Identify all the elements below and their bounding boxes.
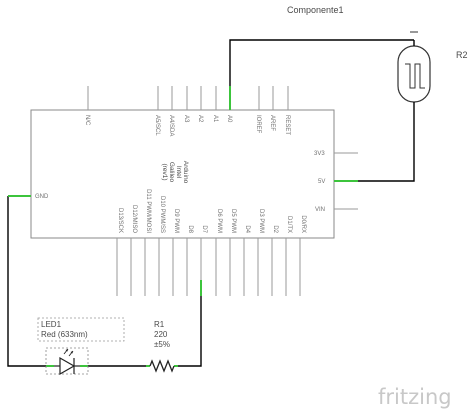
board-name: Arduino Intel Galileo (rev1): [161, 161, 189, 184]
bottom-pin-labels: D13/SCK D12/MISO D11 PWM/MOSI D10 PWM/SS…: [117, 189, 306, 234]
pin-label: IOREF: [255, 115, 261, 134]
pin-label: D13/SCK: [117, 208, 123, 233]
pin-label: D5 PWM: [230, 209, 236, 233]
pin-label: A3: [183, 115, 189, 123]
bottom-pin-leads: [116, 238, 301, 296]
pin-label: D8: [187, 225, 193, 233]
component-label: Componente1: [287, 5, 344, 15]
pin-label: D12/MISO: [131, 205, 137, 233]
pin-label: D11 PWM/MOSI: [145, 189, 151, 233]
led-ref: LED1: [41, 320, 62, 329]
pin-label: D6 PWM: [216, 209, 222, 233]
board-name-line: Galileo: [168, 162, 175, 183]
top-pin-labels: N/C A5/SCL A4/SDA A3 A2 A1 A0 IOREF AREF…: [84, 115, 290, 136]
connected-pin-markers: [8, 86, 358, 367]
resistor-tolerance: ±5%: [154, 340, 170, 349]
pin-label: A1: [212, 115, 218, 123]
pin-label: VIN: [315, 207, 325, 213]
pin-label: N/C: [84, 115, 90, 126]
resistor[interactable]: [149, 359, 175, 373]
wires: [7, 39, 415, 367]
pin-label: GND: [35, 194, 49, 200]
pin-label: D10 PWM/SS: [159, 196, 165, 233]
pin-label: D7: [201, 225, 207, 233]
led-label-box: [37, 317, 125, 342]
pin-label: D0/RX: [300, 215, 306, 233]
fritzing-logo: fritzing: [378, 385, 452, 409]
led[interactable]: [45, 347, 89, 376]
pin-label: AREF: [269, 115, 275, 131]
board-name-line: Arduino: [182, 161, 189, 184]
pin-label: 5V: [318, 179, 325, 185]
pin-label: D3 PWM: [258, 209, 264, 233]
resistor-ref: R1: [154, 320, 165, 329]
pin-label: A2: [197, 115, 203, 123]
led-desc: Red (633nm): [41, 330, 88, 339]
resistor-value: 220: [154, 330, 168, 339]
watermark-text: fritzing: [378, 385, 452, 409]
pin-label: A0: [226, 115, 232, 123]
pin-label: D2: [272, 225, 278, 233]
pin-label: D4: [244, 225, 250, 233]
photoresistor[interactable]: [397, 31, 431, 116]
top-pin-leads: [87, 86, 289, 110]
pin-label: A4/SDA: [168, 115, 174, 136]
arduino-board: [30, 109, 335, 239]
pin-label: D9 PWM: [173, 209, 179, 233]
pin-label: RESET: [284, 115, 290, 135]
pin-label: 3V3: [314, 151, 325, 157]
pin-label: D1/TX: [286, 216, 292, 233]
pin-label: A5/SCL: [154, 115, 160, 136]
board-name-line: Intel: [175, 166, 182, 179]
ldr-ref: R2: [456, 50, 468, 60]
board-name-line: (rev1): [161, 164, 168, 181]
